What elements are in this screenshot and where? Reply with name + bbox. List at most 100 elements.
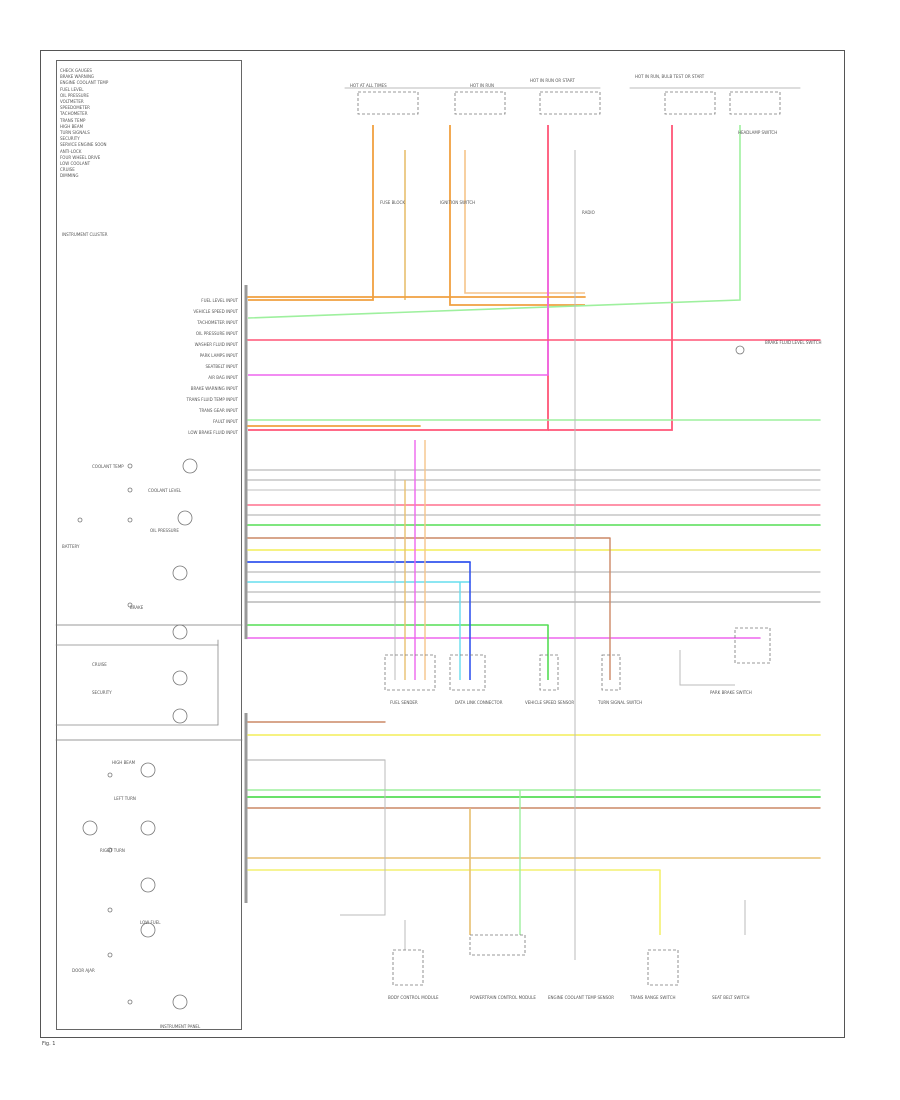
- cluster-input-label: FUEL LEVEL INPUT: [201, 298, 238, 303]
- cluster-pin: [244, 733, 248, 743]
- right-component-label: BRAKE FLUID LEVEL SWITCH: [765, 340, 822, 345]
- lamp-label: CRUISE: [92, 662, 107, 667]
- switch-contact: [107, 952, 113, 958]
- switch-contact: [127, 999, 133, 1005]
- cluster-pin: [244, 610, 248, 621]
- instrument-panel-label: INSTRUMENT PANEL: [160, 1024, 201, 1029]
- right-switch-box: [734, 627, 771, 664]
- cluster-pin: [244, 285, 248, 295]
- lt-green-wire: [247, 125, 741, 319]
- cluster-pin: [244, 350, 248, 361]
- cluster-pin: [244, 368, 248, 379]
- lamp-symbol: [172, 994, 188, 1010]
- cluster-note: LOW COOLANT: [60, 161, 91, 167]
- lamp-label: COOLANT LEVEL: [148, 488, 182, 493]
- cluster-note: TRANS TEMP: [60, 117, 86, 123]
- fuse-label: HOT IN RUN OR START: [530, 78, 575, 83]
- cluster-pin: [244, 743, 248, 753]
- cluster-pin: [244, 893, 248, 903]
- fuse-box: [357, 91, 419, 115]
- lamp-symbol: [140, 877, 156, 893]
- cluster-note: ENGINE COOLANT TEMP: [60, 80, 109, 86]
- bottom-component-box: [392, 949, 424, 986]
- lamp-symbol: [140, 820, 156, 836]
- fuse-box: [664, 91, 716, 115]
- lt-orange-wire: [464, 150, 585, 294]
- grey-wire: [679, 650, 735, 686]
- cluster-pin: [244, 387, 248, 398]
- cluster-pin: [244, 405, 248, 416]
- cluster-pin: [244, 536, 248, 547]
- fuse-label: HOT IN RUN: [470, 83, 495, 88]
- bottom-component-label: TRANS RANGE SWITCH: [630, 995, 676, 1000]
- mid-connector: [601, 654, 621, 691]
- lamp-symbol: [172, 565, 188, 581]
- lamp-symbol: [140, 762, 156, 778]
- cluster-pin: [244, 415, 248, 426]
- cluster-input-label: WASHER FLUID INPUT: [194, 342, 238, 347]
- pink-wire: [548, 125, 673, 431]
- cluster-pin: [244, 883, 248, 893]
- bottom-component-box: [647, 949, 679, 986]
- diagram-frame: [40, 50, 845, 1038]
- figure-label: Fig. 1: [42, 1041, 56, 1047]
- cluster-note: DIMMING: [60, 173, 79, 179]
- cluster-note: SPEEDOMETER: [60, 105, 90, 111]
- cluster-pin: [244, 303, 248, 314]
- cluster-pin: [244, 601, 248, 612]
- cluster-note: CRUISE: [60, 167, 75, 173]
- cluster-pin: [244, 433, 248, 444]
- switch-contact: [127, 463, 133, 469]
- switch-contact: [107, 772, 113, 778]
- lamp-label: LEFT TURN: [114, 796, 136, 801]
- lamp-label: COOLANT TEMP: [92, 464, 124, 469]
- cluster-note: HIGH BEAM: [60, 123, 84, 129]
- cluster-pin: [244, 873, 248, 883]
- cluster-input-label: TRANS FLUID TEMP INPUT: [186, 397, 238, 402]
- lamp-symbol: [82, 820, 98, 836]
- cluster-pin: [244, 763, 248, 773]
- cluster-note: BRAKE WARNING: [60, 74, 95, 80]
- cluster-input-label: VEHICLE SPEED INPUT: [193, 309, 238, 314]
- switch-contact: [107, 847, 113, 853]
- fuse-box: [454, 91, 506, 115]
- cluster-pin: [244, 331, 248, 342]
- cluster-pin: [244, 461, 248, 472]
- switch-contact: [77, 517, 83, 523]
- fuse-label: HOT AT ALL TIMES: [350, 83, 387, 88]
- cluster-pin: [244, 489, 248, 500]
- switch-contact: [127, 487, 133, 493]
- magenta-wire: [248, 200, 549, 376]
- mid-connector: [449, 654, 486, 691]
- cluster-pin: [244, 443, 248, 454]
- cluster-note: OIL PRESSURE: [60, 92, 89, 98]
- cluster-input-label: PARK LAMPS INPUT: [199, 353, 238, 358]
- cluster-pin: [244, 853, 248, 863]
- cluster-pin: [244, 378, 248, 388]
- cluster-pin: [244, 424, 248, 435]
- cluster-input-label: AIR BAG INPUT: [208, 375, 238, 380]
- top-component-label: FUSE BLOCK: [380, 200, 405, 205]
- lamp-symbol: [172, 624, 188, 640]
- lamp-label: BATTERY: [62, 544, 80, 549]
- cluster-pin: [244, 619, 248, 630]
- mid-connector: [384, 654, 436, 691]
- cluster-pin: [244, 396, 248, 407]
- lamp-label: BRAKE: [130, 605, 144, 610]
- cluster-pin: [244, 813, 248, 823]
- top-component-label: HEADLAMP SWITCH: [738, 130, 778, 135]
- cluster-pin: [244, 803, 248, 813]
- lamp-symbol: [182, 458, 198, 474]
- cluster-note: ANTI-LOCK: [60, 148, 82, 154]
- cluster-pin: [244, 773, 248, 783]
- cluster-pin: [244, 312, 248, 323]
- fuse-box: [539, 91, 601, 115]
- lamp-label: RIGHT TURN: [100, 848, 125, 853]
- cluster-pin: [244, 863, 248, 873]
- cluster-pin: [244, 573, 248, 584]
- cluster-pin: [244, 564, 248, 574]
- fuel-level-wire: [449, 125, 585, 306]
- lamp-symbol: [172, 708, 188, 724]
